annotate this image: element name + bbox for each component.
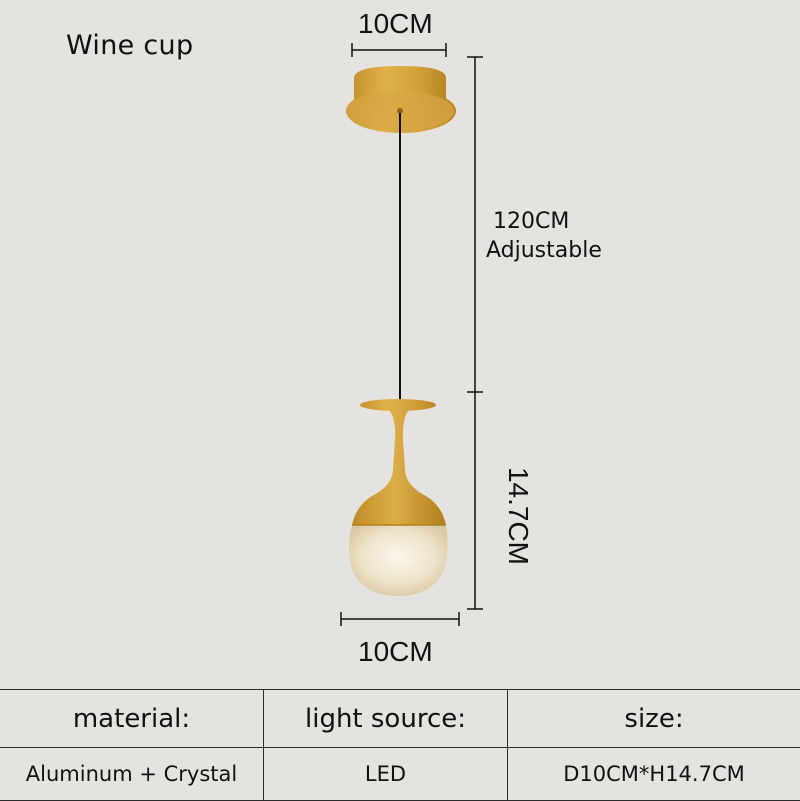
- canopy-width-dimension: [352, 43, 446, 57]
- shade-height-dimension: [467, 392, 483, 609]
- header-material: material:: [0, 690, 264, 748]
- value-material: Aluminum + Crystal: [0, 748, 264, 801]
- spec-header-row: material: light source: size:: [0, 690, 800, 748]
- spec-value-row: Aluminum + Crystal LED D10CM*H14.7CM: [0, 748, 800, 801]
- cable-length-dimension: [467, 57, 483, 392]
- lamp-illustration: [0, 0, 800, 690]
- shade-height-label: 14.7CM: [502, 456, 534, 576]
- header-light-source: light source:: [264, 690, 508, 748]
- value-light-source: LED: [264, 748, 508, 801]
- canopy-width-label: 10CM: [358, 8, 433, 40]
- shade-width-label: 10CM: [358, 636, 433, 668]
- wine-cup-shade: [349, 399, 448, 596]
- cable-length-label: 120CM: [493, 206, 569, 238]
- spec-table: material: light source: size: Aluminum +…: [0, 689, 800, 801]
- shade-width-dimension: [341, 612, 459, 626]
- value-size: D10CM*H14.7CM: [508, 748, 800, 801]
- header-size: size:: [508, 690, 800, 748]
- cable-adjustable-label: Adjustable: [486, 238, 602, 263]
